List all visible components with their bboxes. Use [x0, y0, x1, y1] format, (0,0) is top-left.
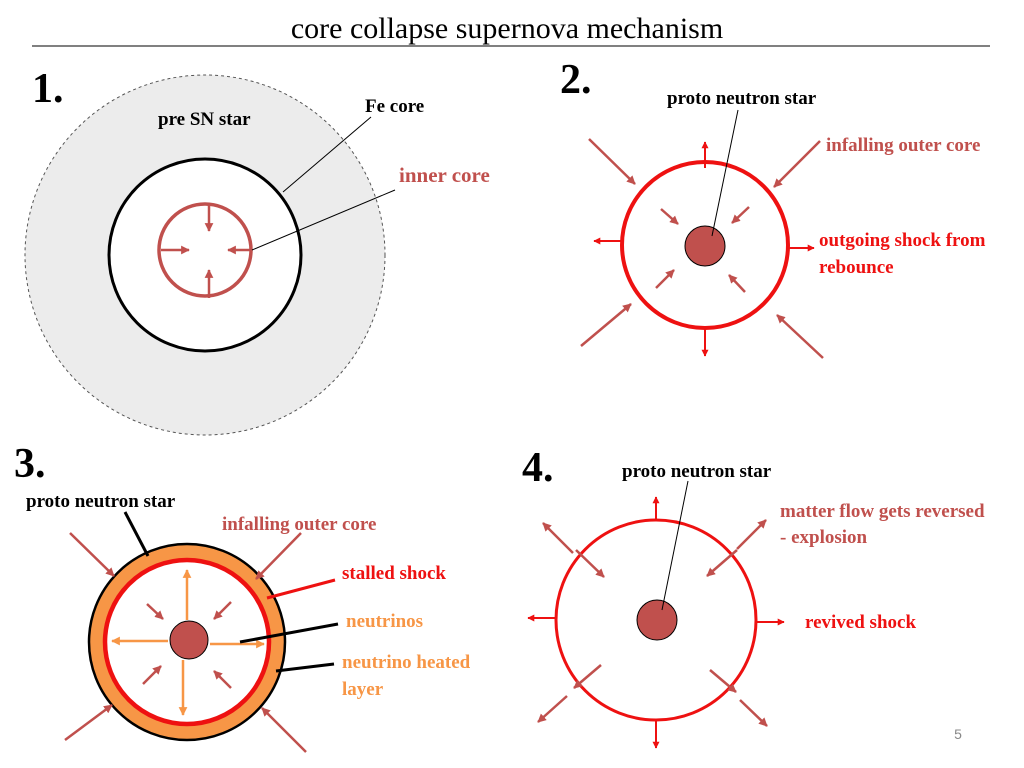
label-pns-3: proto neutron star [26, 491, 176, 512]
label-pre-sn-star: pre SN star [158, 109, 251, 130]
label-revived-shock: revived shock [805, 612, 916, 633]
outflow-arrows-4 [537, 519, 768, 727]
pns-pointer-4 [661, 480, 689, 611]
pns-pointer-3 [123, 511, 150, 557]
label-shock-2-line2: rebounce [819, 257, 894, 278]
label-stalled-shock: stalled shock [342, 563, 446, 584]
label-neutrinos: neutrinos [346, 611, 423, 632]
neutrinos-pointer [239, 622, 339, 644]
heated-layer-pointer [275, 662, 335, 673]
label-fe-core: Fe core [365, 96, 424, 117]
inflow-arrows-4 [575, 549, 738, 578]
label-pns-4: proto neutron star [622, 461, 772, 482]
panel-3-number: 3. [14, 441, 46, 487]
proto-neutron-star-2 [684, 225, 726, 267]
label-pns-2: proto neutron star [667, 88, 817, 109]
label-reversed-line1: matter flow gets reversed [780, 501, 985, 522]
label-reversed-line2: - explosion [780, 527, 868, 548]
slide-title: core collapse supernova mechanism [291, 12, 723, 45]
fe-core-pointer [282, 116, 372, 193]
label-heated-line2: layer [342, 679, 384, 700]
panel-1: 1. pre SN star Fe core inner core [24, 66, 490, 436]
panel-2-number: 2. [560, 57, 592, 103]
label-inner-core: inner core [399, 163, 490, 187]
label-shock-2-line1: outgoing shock from [819, 230, 986, 251]
panel-4-number: 4. [522, 445, 554, 491]
fe-core-circle [107, 157, 303, 353]
label-heated-line1: neutrino heated [342, 652, 471, 673]
inner-core-arrows [161, 205, 252, 298]
stalled-shock-pointer [266, 578, 336, 600]
infall-arrows-inner-2 [655, 206, 750, 293]
panel-4: 4. proto neutron star matter flow gets r… [522, 445, 985, 749]
inner-core-pointer [251, 189, 396, 251]
panel-3: 3. proto neutron star infalling outer co… [14, 441, 471, 753]
revived-shock-arrows [527, 496, 785, 749]
neutrino-arrows [111, 569, 265, 716]
infall-arrows-outer-2 [580, 138, 824, 359]
proto-neutron-star-3 [169, 620, 209, 660]
page-number: 5 [954, 726, 962, 742]
infall-arrows-outer-3 [64, 532, 307, 753]
label-infalling-2: infalling outer core [826, 135, 980, 156]
panel-1-number: 1. [32, 66, 64, 112]
shock-arrows-2 [593, 141, 815, 357]
label-infalling-3: infalling outer core [222, 514, 376, 535]
infall-arrows-inner-3 [142, 601, 232, 689]
pns-pointer-2 [711, 109, 739, 237]
proto-neutron-star-4 [636, 599, 678, 641]
panel-2: 2. proto neutron star infalling outer co… [560, 57, 986, 359]
